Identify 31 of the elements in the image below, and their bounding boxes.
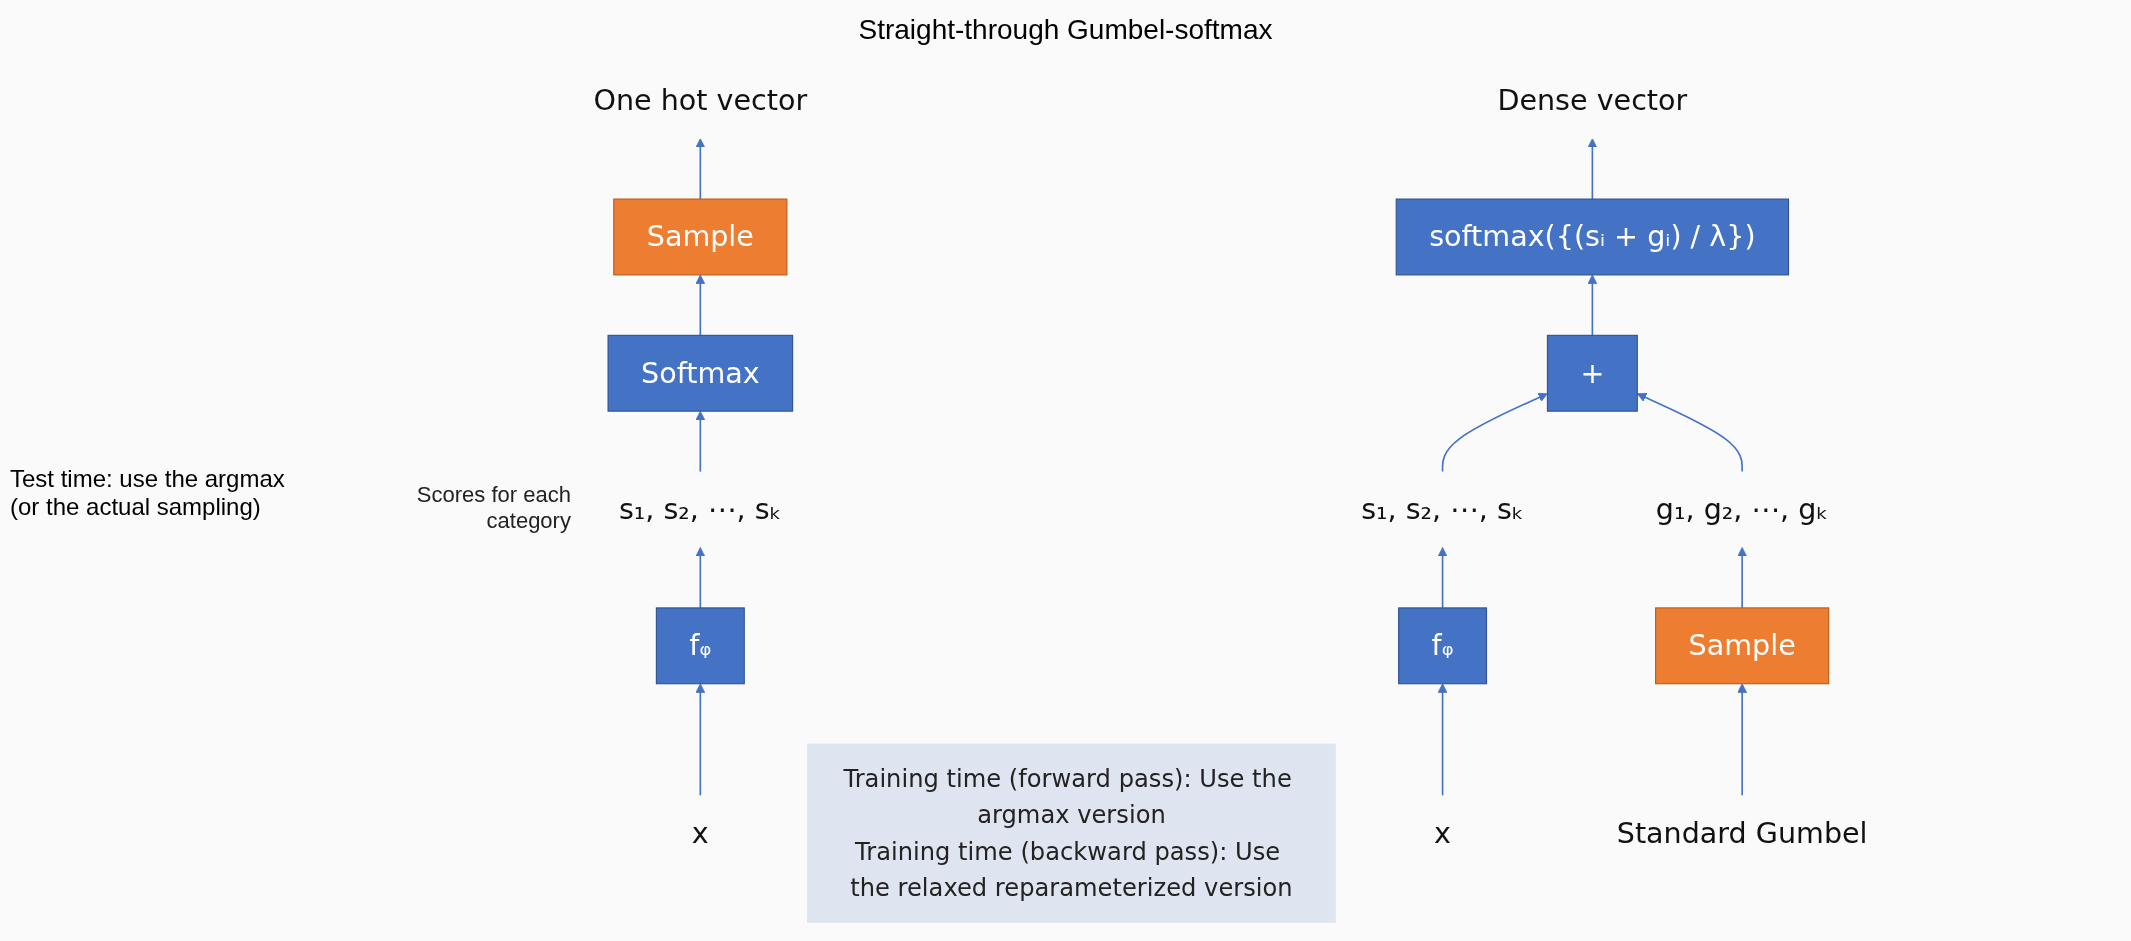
diagram-title: Straight-through Gumbel-softmax — [858, 14, 1273, 46]
node-box: Training time (forward pass): Use the argmax version Training time (backward pass): Use the relaxed reparameterized version — [807, 743, 1336, 923]
node-text: g₁, g₂, ⋯, gₖ — [1655, 492, 1829, 526]
node-text: x — [691, 816, 709, 850]
node-text: x — [1434, 816, 1452, 850]
node-box: Softmax — [607, 334, 794, 412]
node-box: fᵩ — [655, 607, 745, 685]
node-box: Sample — [613, 198, 788, 276]
arrow — [695, 547, 706, 609]
node-caption: Scores for each category — [415, 481, 571, 534]
note-text: Test time: use the argmax (or the actual sampling) — [10, 464, 286, 521]
arrow — [1437, 547, 1448, 609]
arrow — [1737, 547, 1747, 609]
arrow — [1441, 392, 1548, 473]
node-text: Standard Gumbel — [1616, 816, 1868, 850]
arrow — [1737, 683, 1747, 797]
arrow — [1587, 274, 1598, 337]
node-box: Sample — [1655, 607, 1830, 685]
node-text: s₁, s₂, ⋯, sₖ — [618, 492, 782, 526]
node-box: fᵩ — [1398, 607, 1488, 685]
arrow — [1437, 683, 1448, 797]
arrow — [695, 138, 706, 200]
arrow — [695, 683, 706, 797]
arrow — [695, 410, 706, 473]
arrow — [1587, 138, 1598, 200]
node-text: One hot vector — [593, 83, 808, 117]
node-text: Dense vector — [1497, 83, 1688, 117]
node-box: softmax({(sᵢ + gᵢ) / λ}) — [1395, 198, 1790, 276]
node-text: s₁, s₂, ⋯, sₖ — [1361, 492, 1524, 526]
node-box: + — [1546, 334, 1638, 412]
arrow — [695, 274, 706, 337]
